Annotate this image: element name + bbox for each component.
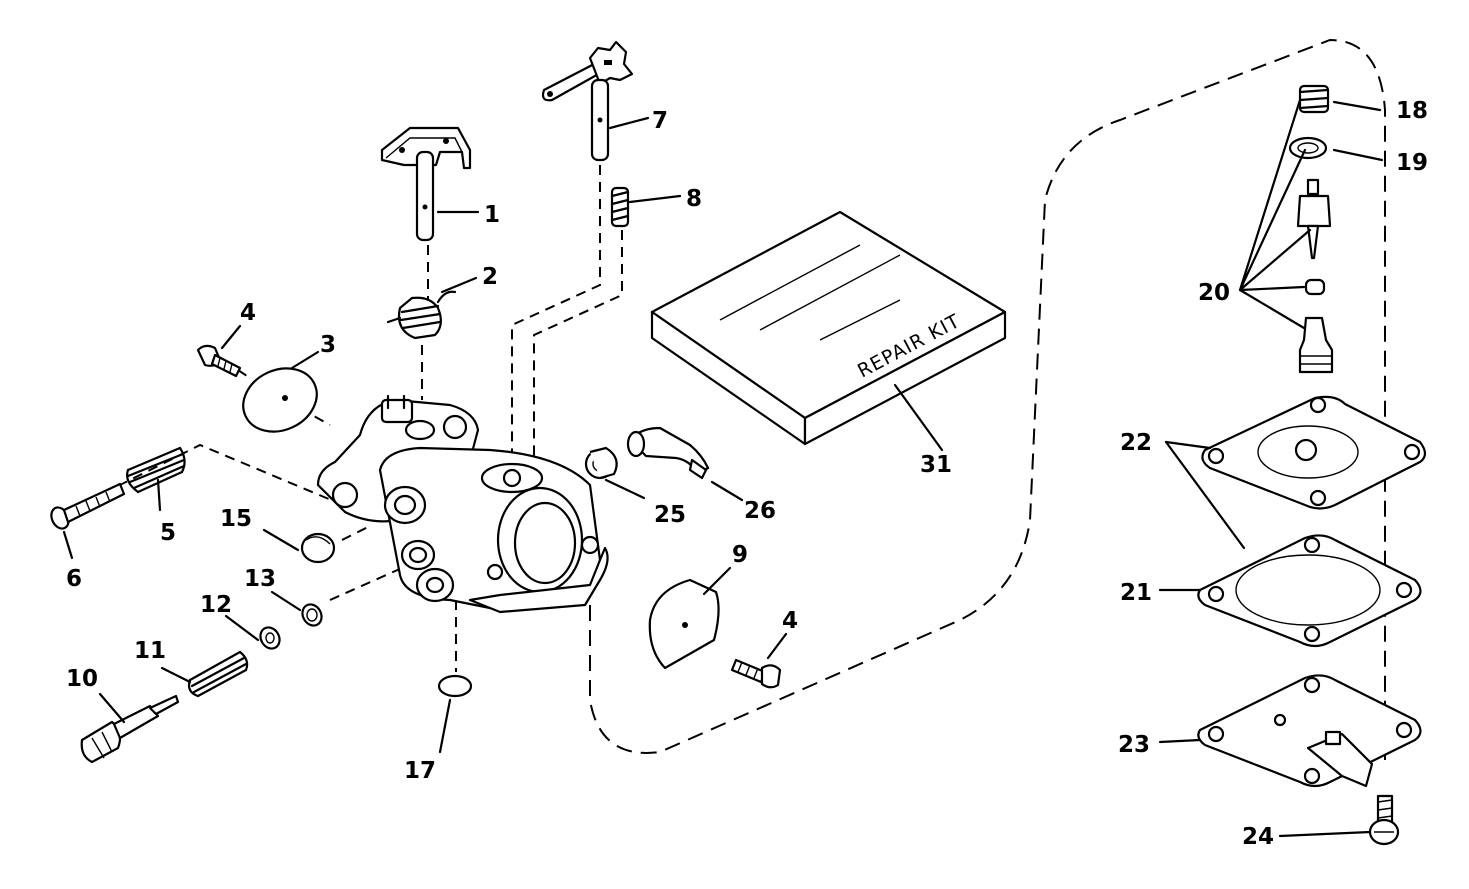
label-23: 23 [1118, 732, 1150, 758]
label-22: 22 [1120, 430, 1152, 456]
o-ring-icon [301, 603, 323, 627]
label-15: 15 [220, 506, 252, 532]
screw-icon [730, 658, 782, 689]
label-3: 3 [320, 332, 336, 358]
diaphragm-cover-icon [1201, 395, 1427, 510]
elbow-fitting-icon [626, 426, 710, 480]
label-10: 10 [66, 666, 98, 692]
label-12: 12 [200, 592, 232, 618]
spring-icon [386, 290, 457, 340]
inlet-seat-icon [1298, 316, 1334, 374]
label-4-upper: 4 [240, 300, 256, 326]
washer-icon [1288, 136, 1328, 160]
gasket-icon [1197, 534, 1422, 648]
label-26: 26 [744, 498, 776, 524]
leader-lines [62, 100, 1384, 838]
label-25: 25 [654, 502, 686, 528]
label-13: 13 [244, 566, 276, 592]
label-5: 5 [160, 520, 176, 546]
part-labels: 1 2 3 4 5 6 7 8 9 4 10 11 12 13 15 17 18… [66, 98, 1428, 850]
inlet-needle-icon [1296, 178, 1332, 260]
label-21: 21 [1120, 580, 1152, 606]
label-2: 2 [482, 264, 498, 290]
diaphragm-icon [1197, 674, 1422, 788]
screw-icon [196, 344, 242, 378]
spring-icon [187, 650, 249, 698]
spring-icon [1298, 84, 1330, 114]
label-1: 1 [484, 202, 500, 228]
label-24: 24 [1242, 824, 1274, 850]
idle-mixture-screw-icon [50, 482, 126, 530]
label-17: 17 [404, 758, 436, 784]
repair-kit-box-icon: REPAIR KIT [650, 210, 1007, 446]
label-19: 19 [1396, 150, 1428, 176]
assembly-dashed-lines [117, 38, 1386, 760]
screw-icon [1368, 794, 1400, 846]
needle-valve-icon [80, 694, 180, 764]
o-ring-icon [1304, 278, 1326, 296]
fuel-fitting-icon [584, 446, 618, 480]
leader-lines [1238, 98, 1312, 330]
label-7: 7 [652, 108, 668, 134]
label-31: 31 [920, 452, 952, 478]
spring-icon [126, 446, 186, 494]
carburetor-body-icon [316, 394, 609, 614]
label-4-lower: 4 [782, 608, 798, 634]
welch-plug-icon [437, 674, 473, 698]
washer-icon [259, 626, 281, 650]
throttle-shaft-icon [380, 126, 472, 242]
label-6: 6 [66, 566, 82, 592]
label-11: 11 [134, 638, 166, 664]
label-8: 8 [686, 186, 702, 212]
choke-plate-icon [648, 578, 720, 670]
label-18: 18 [1396, 98, 1428, 124]
throttle-plate-icon [242, 367, 318, 433]
welch-plug-icon [300, 532, 336, 564]
choke-shaft-icon [541, 40, 634, 162]
label-20: 20 [1198, 280, 1230, 306]
spring-icon [610, 186, 630, 228]
label-9: 9 [732, 542, 748, 568]
